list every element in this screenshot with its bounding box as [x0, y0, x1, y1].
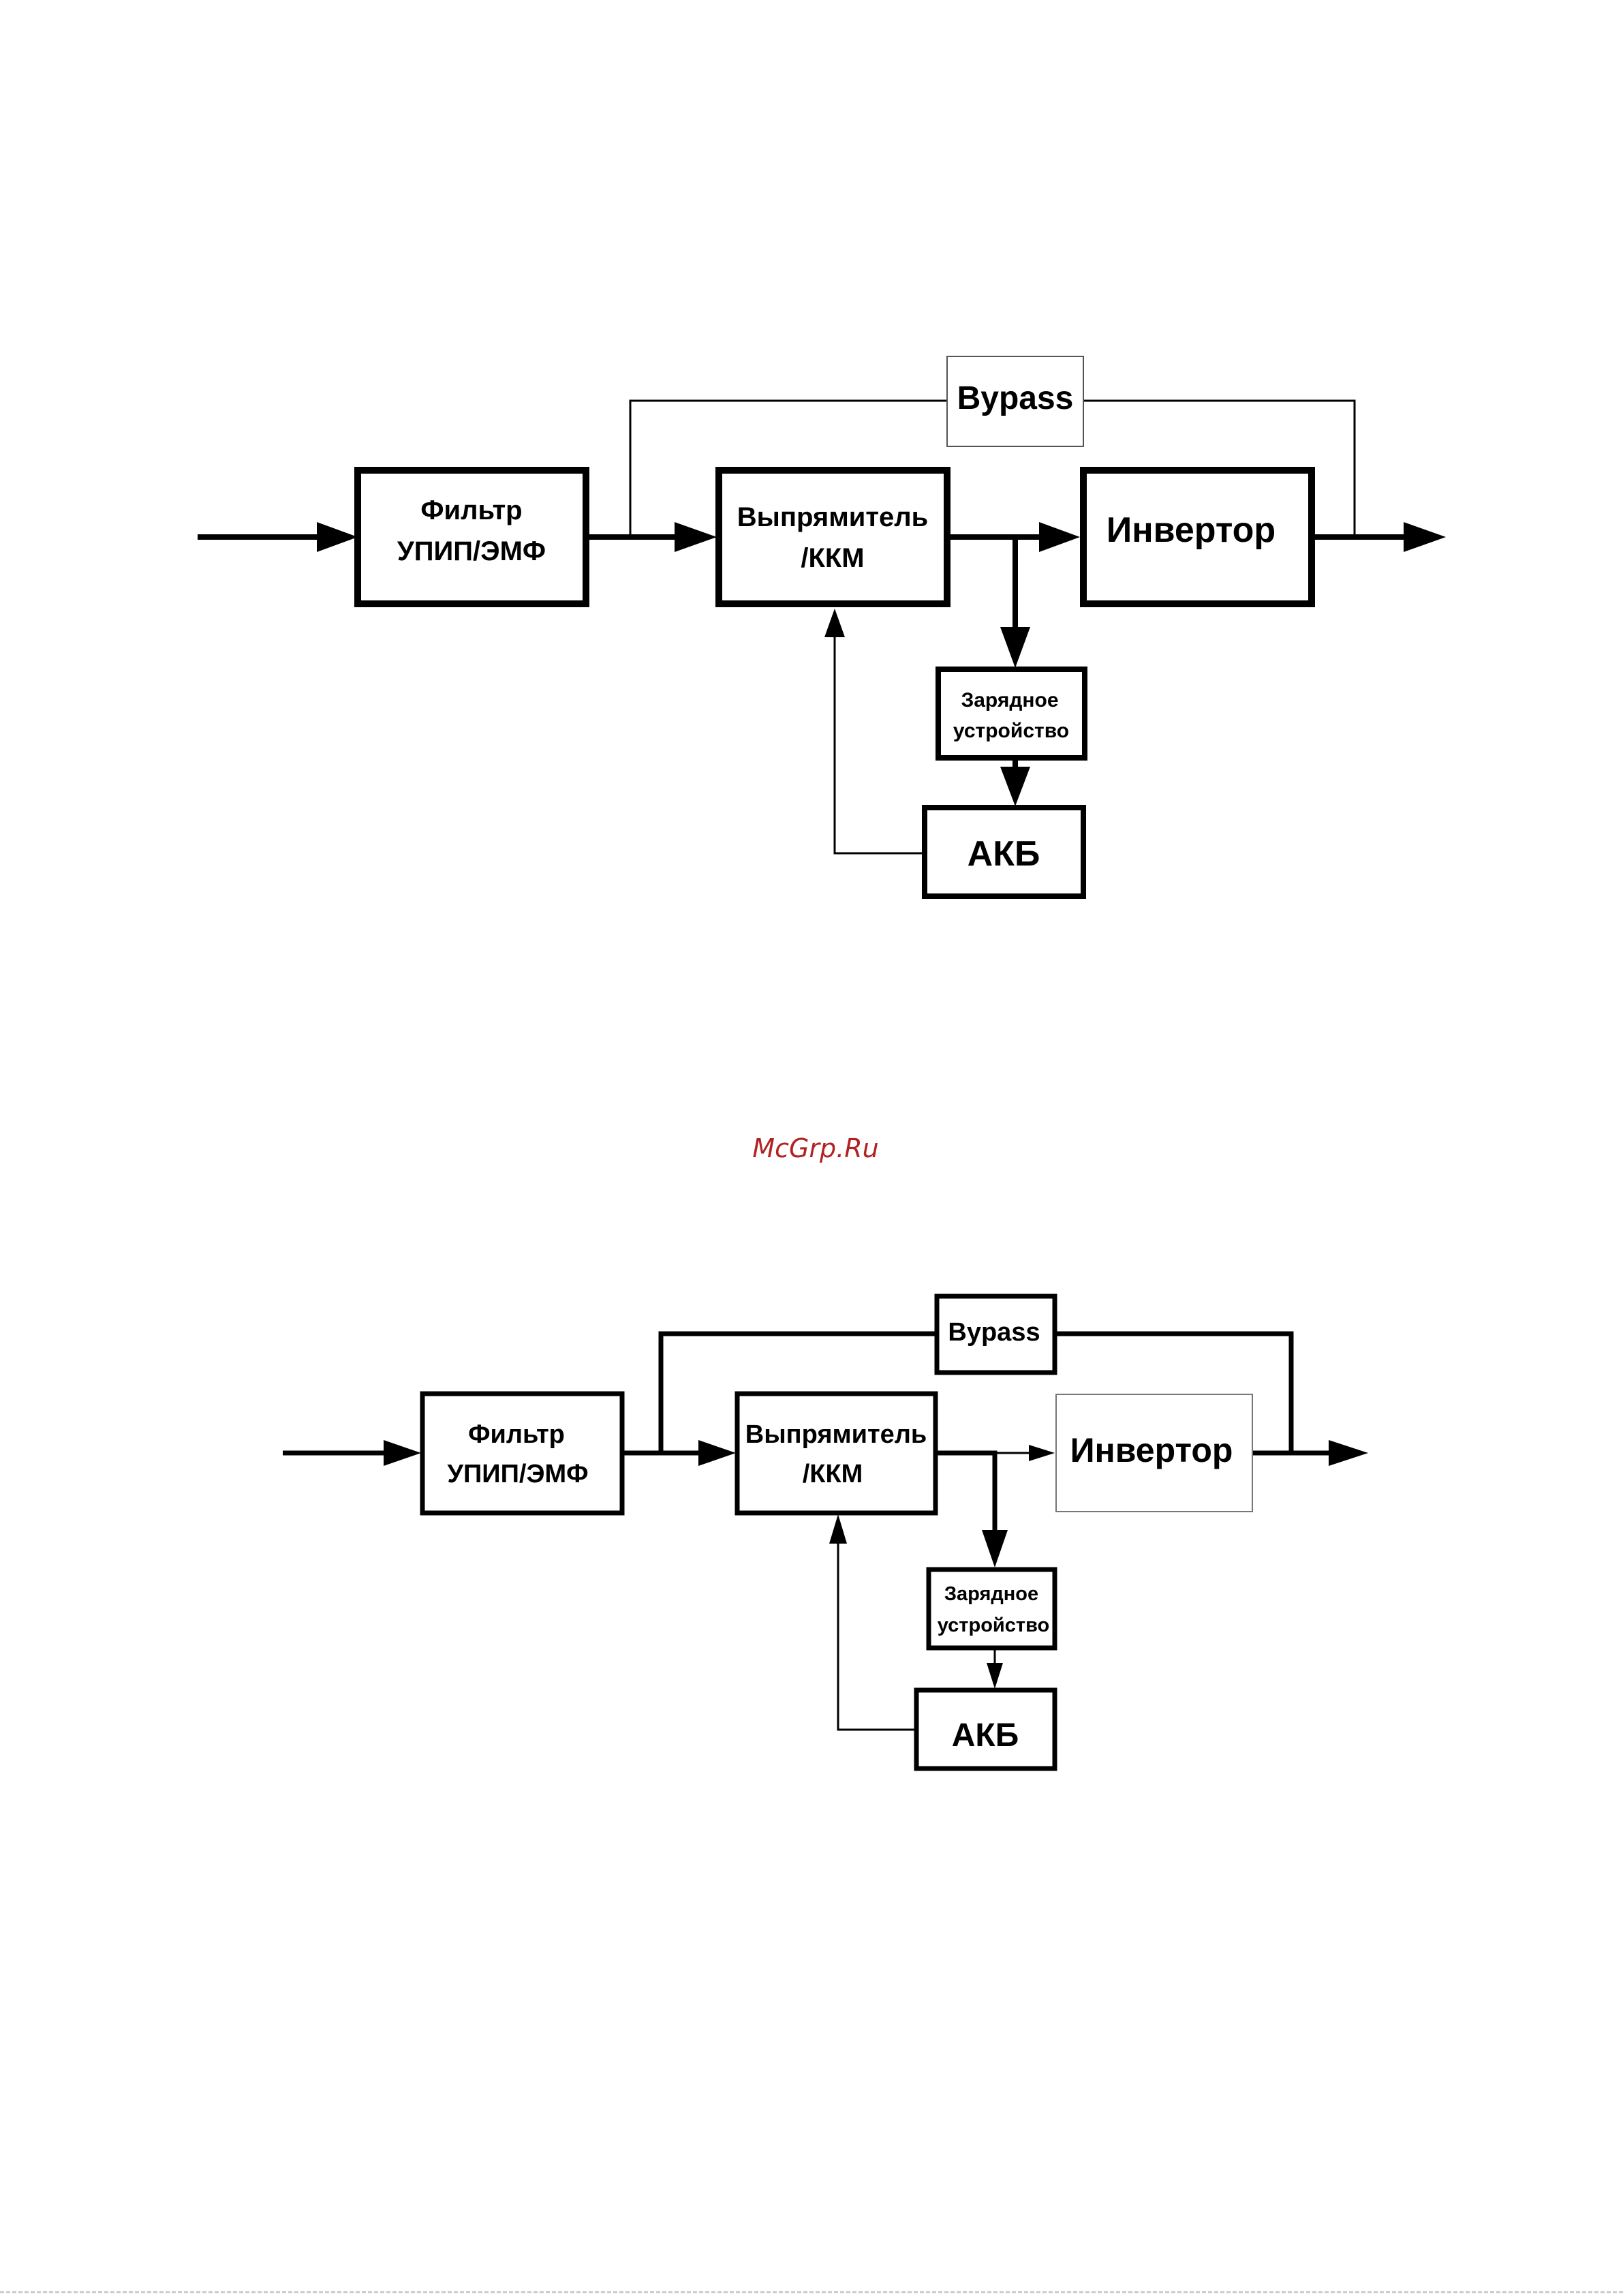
watermark: McGrp.Ru — [752, 1133, 878, 1163]
diagram-2: Фильтр УПИП/ЭМФ Выпрямитель /ККМ Инверто… — [283, 1296, 1368, 1769]
filter-label-line2-2: УПИП/ЭМФ — [447, 1460, 588, 1488]
rectifier-inverter-arrowhead-1 — [1039, 522, 1080, 552]
input-arrowhead-1 — [317, 522, 358, 552]
rectifier-charger-arrowhead-1 — [1000, 627, 1030, 668]
filter-rectifier-arrowhead-1 — [675, 522, 717, 552]
rectifier-label-line2-2: /ККМ — [803, 1460, 863, 1488]
output-arrowhead-1 — [1404, 522, 1446, 552]
charger-battery-arrowhead-2 — [987, 1663, 1003, 1689]
charger-label-line1-2: Зарядное — [944, 1583, 1038, 1605]
charger-label-line2-2: устройство — [938, 1614, 1049, 1636]
battery-feedback-arrowhead-2 — [829, 1514, 847, 1544]
inverter-label-1: Инвертор — [1107, 510, 1276, 550]
battery-feedback-line-1 — [835, 634, 923, 853]
rectifier-label-line1-2: Выпрямитель — [745, 1420, 927, 1449]
charger-battery-arrowhead-1 — [1000, 767, 1030, 806]
charger-label-line2-1: устройство — [953, 720, 1069, 742]
battery-feedback-arrowhead-1 — [824, 609, 845, 637]
charger-box-1 — [938, 669, 1085, 758]
output-arrowhead-2 — [1329, 1440, 1368, 1466]
rectifier-inverter-arrowhead-2 — [1029, 1445, 1055, 1461]
rectifier-label-line1-1: Выпрямитель — [737, 502, 928, 532]
rectifier-label-line2-1: /ККМ — [801, 543, 864, 573]
rectifier-box-2 — [737, 1394, 936, 1513]
filter-label-line1-2: Фильтр — [468, 1420, 565, 1449]
filter-box-2 — [422, 1394, 622, 1513]
rectifier-charger-arrowhead-2 — [982, 1530, 1008, 1567]
page-bottom-divider — [0, 2291, 1623, 2295]
input-arrowhead-2 — [384, 1440, 421, 1466]
rectifier-charger-line-2 — [936, 1453, 995, 1533]
battery-label-1: АКБ — [968, 834, 1040, 874]
filter-rectifier-arrowhead-2 — [698, 1440, 736, 1466]
filter-label-line1-1: Фильтр — [420, 495, 522, 525]
charger-label-line1-1: Зарядное — [961, 689, 1058, 711]
diagram-1: Фильтр УПИП/ЭМФ Выпрямитель /ККМ Инверто… — [198, 356, 1446, 896]
filter-label-line2-1: УПИП/ЭМФ — [397, 536, 546, 566]
bypass-label-2: Bypass — [948, 1318, 1040, 1347]
rectifier-box-1 — [719, 470, 947, 604]
battery-feedback-line-2 — [838, 1540, 916, 1730]
inverter-label-2: Инвертор — [1070, 1431, 1233, 1469]
battery-label-2: АКБ — [952, 1717, 1019, 1754]
bypass-label-1: Bypass — [957, 380, 1074, 416]
